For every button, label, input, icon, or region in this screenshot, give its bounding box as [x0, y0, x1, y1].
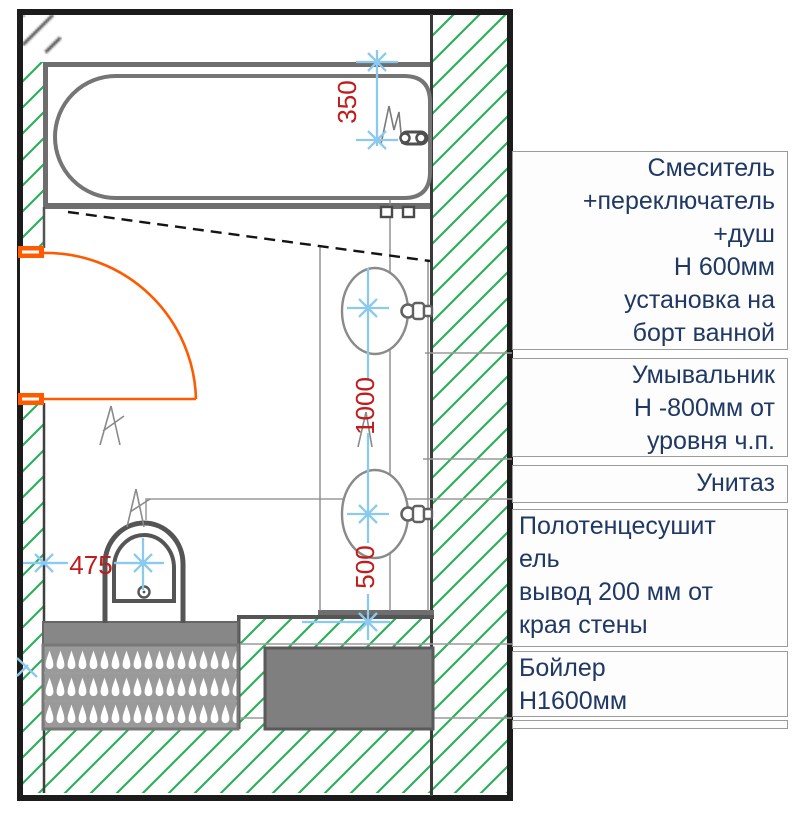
- note-spacer-box: [512, 720, 788, 729]
- bottom-wall-hatch-left: [43, 729, 238, 793]
- note-washbasin: Умывальник Н -800мм от уровня ч.п.: [512, 358, 788, 457]
- note-line: Умывальник: [631, 361, 775, 389]
- note-line: Бойлер: [519, 654, 606, 682]
- door-jambs: [18, 246, 44, 405]
- right-wall-hatch: [433, 15, 508, 793]
- note-line: Н -800мм от: [633, 394, 775, 422]
- note-towel-dryer: Полотенцесушит ель вывод 200 мм от края …: [512, 509, 788, 647]
- note-line: Смеситель: [647, 154, 775, 182]
- door: [18, 246, 198, 446]
- textured-floor-panel: [41, 643, 240, 731]
- bathtub: [52, 74, 432, 219]
- note-line: +переключатель: [582, 187, 775, 215]
- dim-475-label: 475: [69, 550, 112, 580]
- note-line: ель: [519, 545, 560, 573]
- left-wall-hatch-upper: [23, 62, 43, 250]
- water-outlet-symbol: [99, 405, 125, 446]
- note-line: Полотенцесушит: [519, 512, 716, 540]
- note-line: вывод 200 мм от: [519, 578, 713, 606]
- countertop-band: [42, 621, 239, 646]
- note-line: борт ванной: [632, 319, 775, 347]
- water-outlet-symbol: [357, 411, 373, 448]
- bath-handle-tab: [401, 205, 416, 219]
- note-boiler: Бойлер Н1600мм: [512, 651, 788, 717]
- note-line: +душ: [713, 220, 775, 248]
- washbasin-2-faucet-icon: [400, 504, 434, 524]
- dim-500-label: 500: [350, 545, 380, 588]
- bath-handle-tab: [379, 205, 394, 219]
- top-wall-hatch: [23, 15, 433, 62]
- note-line: Унитаз: [696, 469, 775, 497]
- left-wall-hatch-lower: [23, 403, 43, 793]
- door-opening: [20, 254, 43, 399]
- bath-faucet-icon: [399, 130, 429, 146]
- boiler: [263, 646, 435, 731]
- water-outlet-symbol: [126, 488, 151, 528]
- door-swing-arc: [43, 251, 198, 400]
- dim-1000-label: 1000: [350, 377, 380, 435]
- toilet: [102, 488, 186, 623]
- washbasin-1: [340, 266, 434, 356]
- note-line: установка на: [624, 286, 775, 314]
- note-line: Н 600мм: [673, 253, 775, 281]
- note-mixer-shower: Смеситель +переключатель +душ Н 600мм ус…: [512, 151, 788, 350]
- dashed-partition-line: [67, 210, 431, 263]
- note-line: края стены: [519, 611, 648, 639]
- note-line: уровня ч.п.: [646, 427, 775, 455]
- note-toilet: Унитаз: [512, 465, 788, 503]
- washbasin-1-faucet-icon: [400, 301, 434, 321]
- bath-mixer-symbol: [380, 105, 403, 145]
- note-line: Н1600мм: [519, 687, 628, 715]
- dim-350-label: 350: [332, 80, 362, 123]
